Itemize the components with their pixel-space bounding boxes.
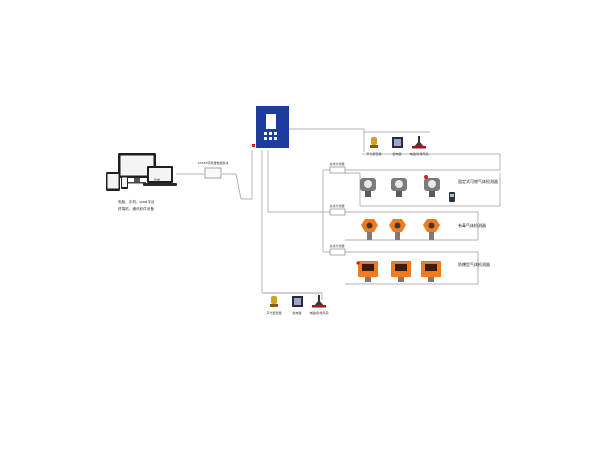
top-alarm-label-3: 电磁阀/排风扇 bbox=[409, 151, 428, 156]
top-alarm-group: 声光报警器 继电器 电磁阀/排风扇 bbox=[366, 136, 429, 156]
wire-bottom-alarm-bar bbox=[264, 292, 323, 300]
bottom-alarm-label-3: 电磁阀/排风扇 bbox=[309, 310, 328, 315]
detector-group-2: 有毒气体检测器 bbox=[361, 219, 486, 240]
laptop-icon bbox=[143, 166, 177, 186]
gas-detector-icon bbox=[424, 175, 440, 197]
terminal-device-label: 终端 bbox=[154, 177, 160, 182]
wire-converter-controller bbox=[222, 150, 253, 200]
alarm-light-icon bbox=[370, 137, 378, 148]
detector-group-label-3: 防爆型气体检测器 bbox=[458, 261, 490, 267]
toxic-detector-icon bbox=[423, 219, 440, 240]
monitor-icon bbox=[118, 153, 156, 184]
relay-icon bbox=[392, 137, 403, 148]
valve-icon bbox=[312, 295, 326, 308]
handheld-detector-icon bbox=[449, 192, 455, 202]
valve-icon bbox=[412, 136, 426, 149]
controller-key bbox=[264, 132, 267, 135]
converter-box bbox=[204, 167, 222, 179]
bus-splitter-2 bbox=[329, 208, 346, 216]
tablet-icon bbox=[106, 172, 120, 191]
controller-key bbox=[269, 132, 272, 135]
wire-trunk-mid bbox=[267, 150, 323, 213]
terminal-caption-line1: 电脑、手机、ipad平台 bbox=[118, 199, 155, 204]
controller-key bbox=[264, 137, 267, 140]
bottom-alarm-label-1: 声光报警器 bbox=[266, 310, 281, 315]
bus-splitters: 总线分线器 总线分线器 总线分线器 bbox=[329, 161, 346, 256]
gas-detector-icon bbox=[360, 178, 376, 197]
alarm-light-icon bbox=[270, 296, 278, 307]
bus-label-3: 总线分线器 bbox=[329, 243, 344, 248]
bus-splitter-3 bbox=[329, 248, 346, 256]
converter-label: RS485转换器数据模块 bbox=[198, 160, 229, 165]
top-alarm-label-1: 声光报警器 bbox=[366, 151, 381, 156]
controller-indicator bbox=[252, 144, 255, 147]
controller-key bbox=[274, 137, 277, 140]
terminal-caption-line2: 终端机、通讯软件设备 bbox=[118, 206, 154, 211]
toxic-detector-icon bbox=[389, 219, 406, 240]
gas-detector-icon bbox=[391, 178, 407, 197]
wire-bus3-loop bbox=[345, 251, 479, 285]
wire-controller-top-alarms bbox=[281, 115, 365, 152]
wiring bbox=[176, 115, 501, 300]
bottom-alarm-group: 声光报警器 继电器 电磁阀/排风扇 bbox=[266, 295, 329, 315]
detector-group-label-2: 有毒气体检测器 bbox=[458, 222, 486, 228]
detector-group-1: 固定式可燃气体检测器 bbox=[360, 175, 498, 202]
controller-key bbox=[274, 132, 277, 135]
toxic-detector-icon bbox=[361, 219, 378, 240]
converter: RS485转换器数据模块 bbox=[198, 160, 229, 179]
wire-bus1-detectors bbox=[345, 172, 501, 207]
explosion-proof-detector-icon bbox=[356, 261, 378, 282]
bottom-alarm-label-2: 继电器 bbox=[292, 310, 301, 315]
detector-group-3: 防爆型气体检测器 bbox=[356, 261, 490, 282]
wire-bus1-loop bbox=[345, 153, 501, 171]
controller-screen bbox=[266, 114, 276, 129]
bus-splitter-1 bbox=[329, 166, 346, 174]
controller-key bbox=[269, 137, 272, 140]
explosion-proof-detector-icon bbox=[391, 261, 411, 282]
phone-icon bbox=[121, 176, 128, 189]
terminal-devices: 终端 电脑、手机、ipad平台 终端机、通讯软件设备 bbox=[106, 153, 177, 211]
bus-label-1: 总线分线器 bbox=[329, 161, 344, 166]
top-alarm-label-2: 继电器 bbox=[392, 151, 401, 156]
controller bbox=[252, 106, 289, 148]
relay-icon bbox=[292, 296, 303, 307]
bus-label-2: 总线分线器 bbox=[329, 203, 344, 208]
explosion-proof-detector-icon bbox=[421, 261, 441, 282]
wire-bus2-loop bbox=[345, 211, 479, 241]
detector-group-label-1: 固定式可燃气体检测器 bbox=[458, 178, 498, 184]
wire-trunk-bottom bbox=[261, 150, 322, 294]
